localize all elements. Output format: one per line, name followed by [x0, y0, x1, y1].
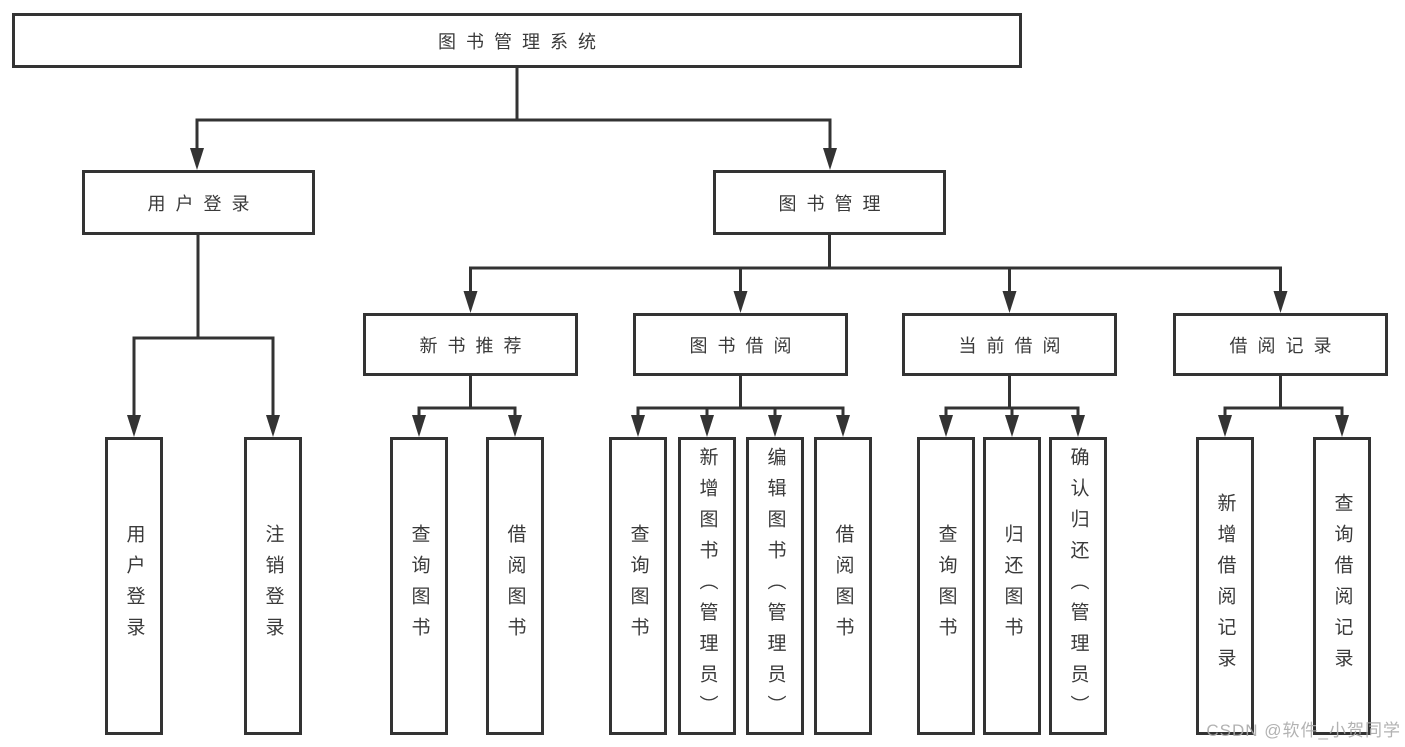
leaf-confirm-return-admin: 确认归还（管理员）	[1049, 437, 1107, 735]
leaf-query-book-2: 查询图书	[609, 437, 667, 735]
leaf-query-book-3: 查询图书	[917, 437, 975, 735]
leaf-edit-book-admin: 编辑图书（管理员）	[746, 437, 804, 735]
leaf-borrow-book-2: 借阅图书	[814, 437, 872, 735]
leaf-borrow-book-1-label: 借阅图书	[504, 524, 526, 648]
leaf-add-borrow-record: 新增借阅记录	[1196, 437, 1254, 735]
node-current-borrow: 当前借阅	[902, 313, 1117, 376]
csdn-watermark: CSDN @软件_小贺同学	[1206, 721, 1401, 740]
node-user-login: 用户登录	[82, 170, 315, 235]
arrowheads	[127, 148, 1349, 437]
leaf-edit-book-admin-label: 编辑图书（管理员）	[764, 446, 786, 726]
leaf-return-book: 归还图书	[983, 437, 1041, 735]
leaf-query-book-2-label: 查询图书	[627, 524, 649, 648]
node-book-borrow-label: 图书借阅	[689, 335, 802, 356]
leaf-borrow-book-2-label: 借阅图书	[832, 524, 854, 648]
node-book-borrow: 图书借阅	[633, 313, 848, 376]
node-root-label: 图书管理系统	[438, 31, 606, 52]
leaf-add-book-admin-label: 新增图书（管理员）	[696, 446, 718, 726]
leaf-query-book-1: 查询图书	[390, 437, 448, 735]
leaf-confirm-return-admin-label: 确认归还（管理员）	[1067, 446, 1089, 726]
node-book-management-label: 图书管理	[778, 193, 891, 214]
leaf-add-book-admin: 新增图书（管理员）	[678, 437, 736, 735]
leaf-query-borrow-record: 查询借阅记录	[1313, 437, 1371, 735]
leaf-user-login-label: 用户登录	[123, 524, 145, 648]
node-current-borrow-label: 当前借阅	[958, 335, 1071, 356]
node-new-book-recommend: 新书推荐	[363, 313, 578, 376]
node-root: 图书管理系统	[12, 13, 1022, 68]
leaf-logout: 注销登录	[244, 437, 302, 735]
node-user-login-label: 用户登录	[147, 193, 260, 214]
leaf-add-borrow-record-label: 新增借阅记录	[1214, 493, 1236, 679]
node-new-book-recommend-label: 新书推荐	[419, 335, 532, 356]
leaf-query-borrow-record-label: 查询借阅记录	[1331, 493, 1353, 679]
leaf-query-book-3-label: 查询图书	[935, 524, 957, 648]
leaf-logout-label: 注销登录	[262, 524, 284, 648]
node-borrow-record-label: 借阅记录	[1229, 335, 1342, 356]
node-book-management: 图书管理	[713, 170, 946, 235]
node-borrow-record: 借阅记录	[1173, 313, 1388, 376]
leaf-query-book-1-label: 查询图书	[408, 524, 430, 648]
leaf-user-login: 用户登录	[105, 437, 163, 735]
leaf-return-book-label: 归还图书	[1001, 524, 1023, 648]
leaf-borrow-book-1: 借阅图书	[486, 437, 544, 735]
